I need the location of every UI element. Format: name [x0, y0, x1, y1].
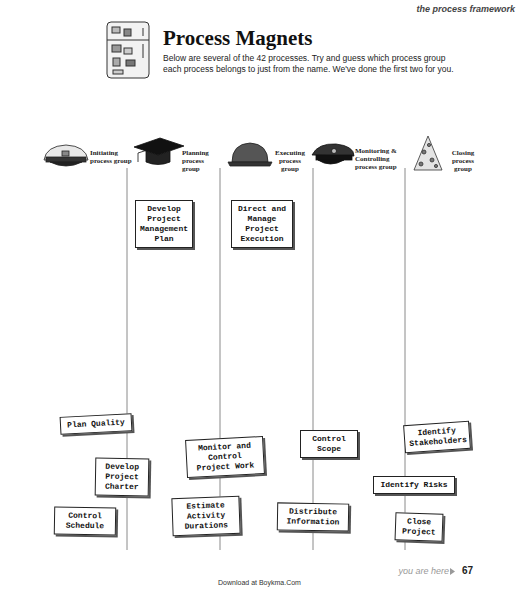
process-name: Identify Risks — [378, 480, 450, 490]
process-magnet: Control Scope — [300, 430, 358, 458]
process-magnet: Plan Quality — [60, 413, 133, 435]
group-heading: Closing process group — [444, 149, 482, 173]
process-name: Distribute Information — [282, 506, 344, 527]
process-name: Estimate Activity Durations — [176, 500, 235, 532]
running-header: the process framework — [330, 4, 515, 14]
group-heading: Initiating process group — [90, 149, 132, 165]
process-magnet: Control Schedule — [54, 506, 116, 535]
column-lines — [127, 168, 405, 550]
process-magnet: Direct and Manage Project Execution — [231, 200, 293, 248]
group-heading: Executing process group — [270, 149, 310, 173]
group-heading: Planning process group — [182, 149, 222, 173]
process-name: Control Schedule — [59, 511, 111, 532]
process-name: Control Scope — [305, 434, 353, 454]
process-magnet: Close Project — [395, 512, 444, 542]
process-name: Plan Quality — [65, 417, 127, 430]
process-name: Monitor and Control Project Work — [190, 440, 259, 474]
process-name: Develop Project Charter — [100, 462, 145, 493]
process-magnet: Distribute Information — [277, 502, 349, 531]
graduation-cap — [134, 138, 184, 165]
police-cap — [312, 144, 354, 164]
fridge-illustration — [107, 22, 149, 78]
page-title: Process Magnets — [163, 26, 313, 51]
process-magnet: Develop Project Management Plan — [135, 200, 193, 248]
party-hat — [414, 136, 442, 170]
helmet — [228, 143, 272, 166]
process-name: Develop Project Management Plan — [140, 204, 188, 244]
process-name: Identify Stakeholders — [408, 425, 465, 449]
instructions: Below are several of the 42 processes. T… — [163, 53, 463, 75]
process-magnet: Estimate Activity Durations — [171, 496, 240, 536]
page-number: 67 — [462, 565, 482, 576]
process-name: Direct and Manage Project Execution — [236, 204, 288, 244]
captain-hat — [44, 145, 88, 166]
process-magnet: Monitor and Control Project Work — [185, 436, 265, 478]
process-magnet: Identify Risks — [373, 476, 455, 494]
process-name: Close Project — [400, 516, 439, 537]
process-magnet: Identify Stakeholders — [403, 421, 471, 454]
page-arrow — [450, 568, 455, 575]
you-are-here: you are here — [385, 566, 449, 576]
watermark: Download at Boykma.Com — [0, 579, 519, 586]
group-heading: Monitoring & Controlling process group — [355, 147, 413, 171]
process-magnet: Develop Project Charter — [95, 458, 150, 497]
